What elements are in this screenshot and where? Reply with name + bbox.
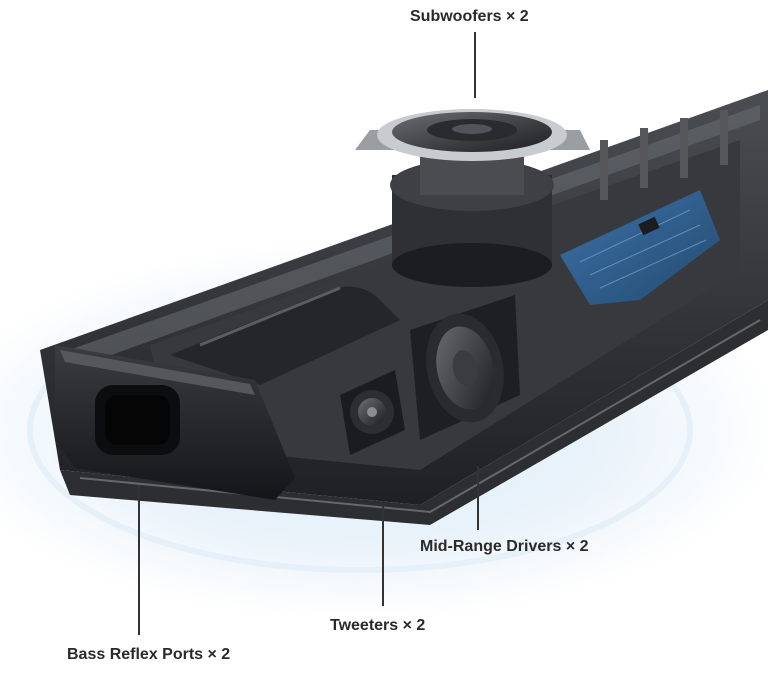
tweeter-driver	[340, 370, 405, 455]
bass-reflex-tube	[170, 286, 400, 385]
bass-reflex-ports-label: Bass Reflex Ports × 2	[67, 646, 231, 663]
tweeters-label: Tweeters × 2	[330, 617, 426, 634]
circuit-board	[560, 190, 720, 305]
mid-range-driver	[410, 295, 520, 440]
subwoofers-leader-line	[474, 32, 476, 98]
subwoofers-label: Subwoofers × 2	[410, 8, 529, 25]
tweeters-leader-line	[382, 506, 384, 606]
inner-tray	[150, 140, 740, 470]
mid-range-leader-line	[477, 466, 479, 530]
subwoofer-driver	[355, 109, 590, 287]
mid-range-drivers-label: Mid-Range Drivers × 2	[420, 538, 589, 555]
bass-reflex-port-endcap	[55, 345, 295, 500]
bass-ports-leader-line	[138, 485, 140, 635]
